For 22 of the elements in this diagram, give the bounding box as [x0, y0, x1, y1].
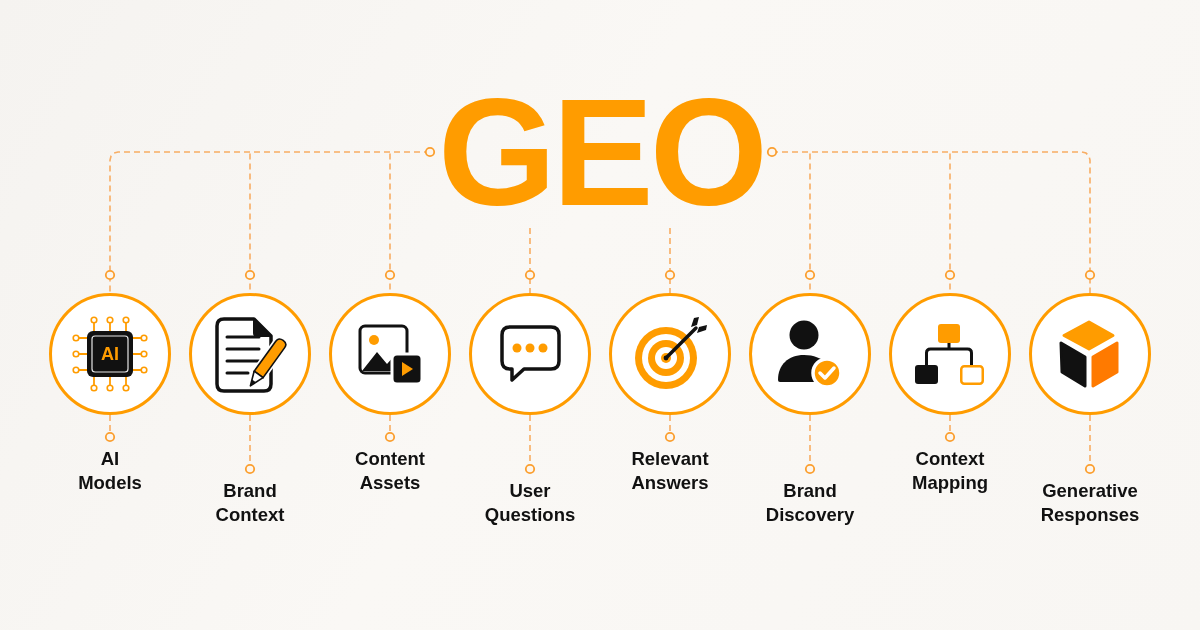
dashed-connector	[944, 414, 956, 443]
step-label: AI Models	[75, 437, 145, 495]
step-label: Content Assets	[334, 437, 446, 495]
dashed-connector	[766, 146, 1096, 294]
dashed-connector	[804, 414, 816, 475]
dashed-connector	[1084, 414, 1096, 475]
dashed-connector	[524, 227, 536, 294]
dashed-connector	[664, 414, 676, 443]
dashed-connector	[104, 146, 436, 294]
step-label: Brand Discovery	[754, 469, 866, 527]
step-label: Generative Responses	[1034, 469, 1146, 527]
dashed-connector	[384, 414, 396, 443]
step-label: Relevant Answers	[614, 437, 726, 495]
main-heading: GEO	[430, 76, 772, 228]
step-label: Brand Context	[194, 469, 306, 527]
step-label: Context Mapping	[894, 437, 1006, 495]
dashed-connector	[664, 227, 676, 294]
dashed-connector	[524, 414, 536, 475]
dashed-connector	[244, 414, 256, 475]
chip-text: AI	[101, 345, 119, 363]
dashed-connector	[104, 414, 116, 443]
step-label: User Questions	[474, 469, 586, 527]
